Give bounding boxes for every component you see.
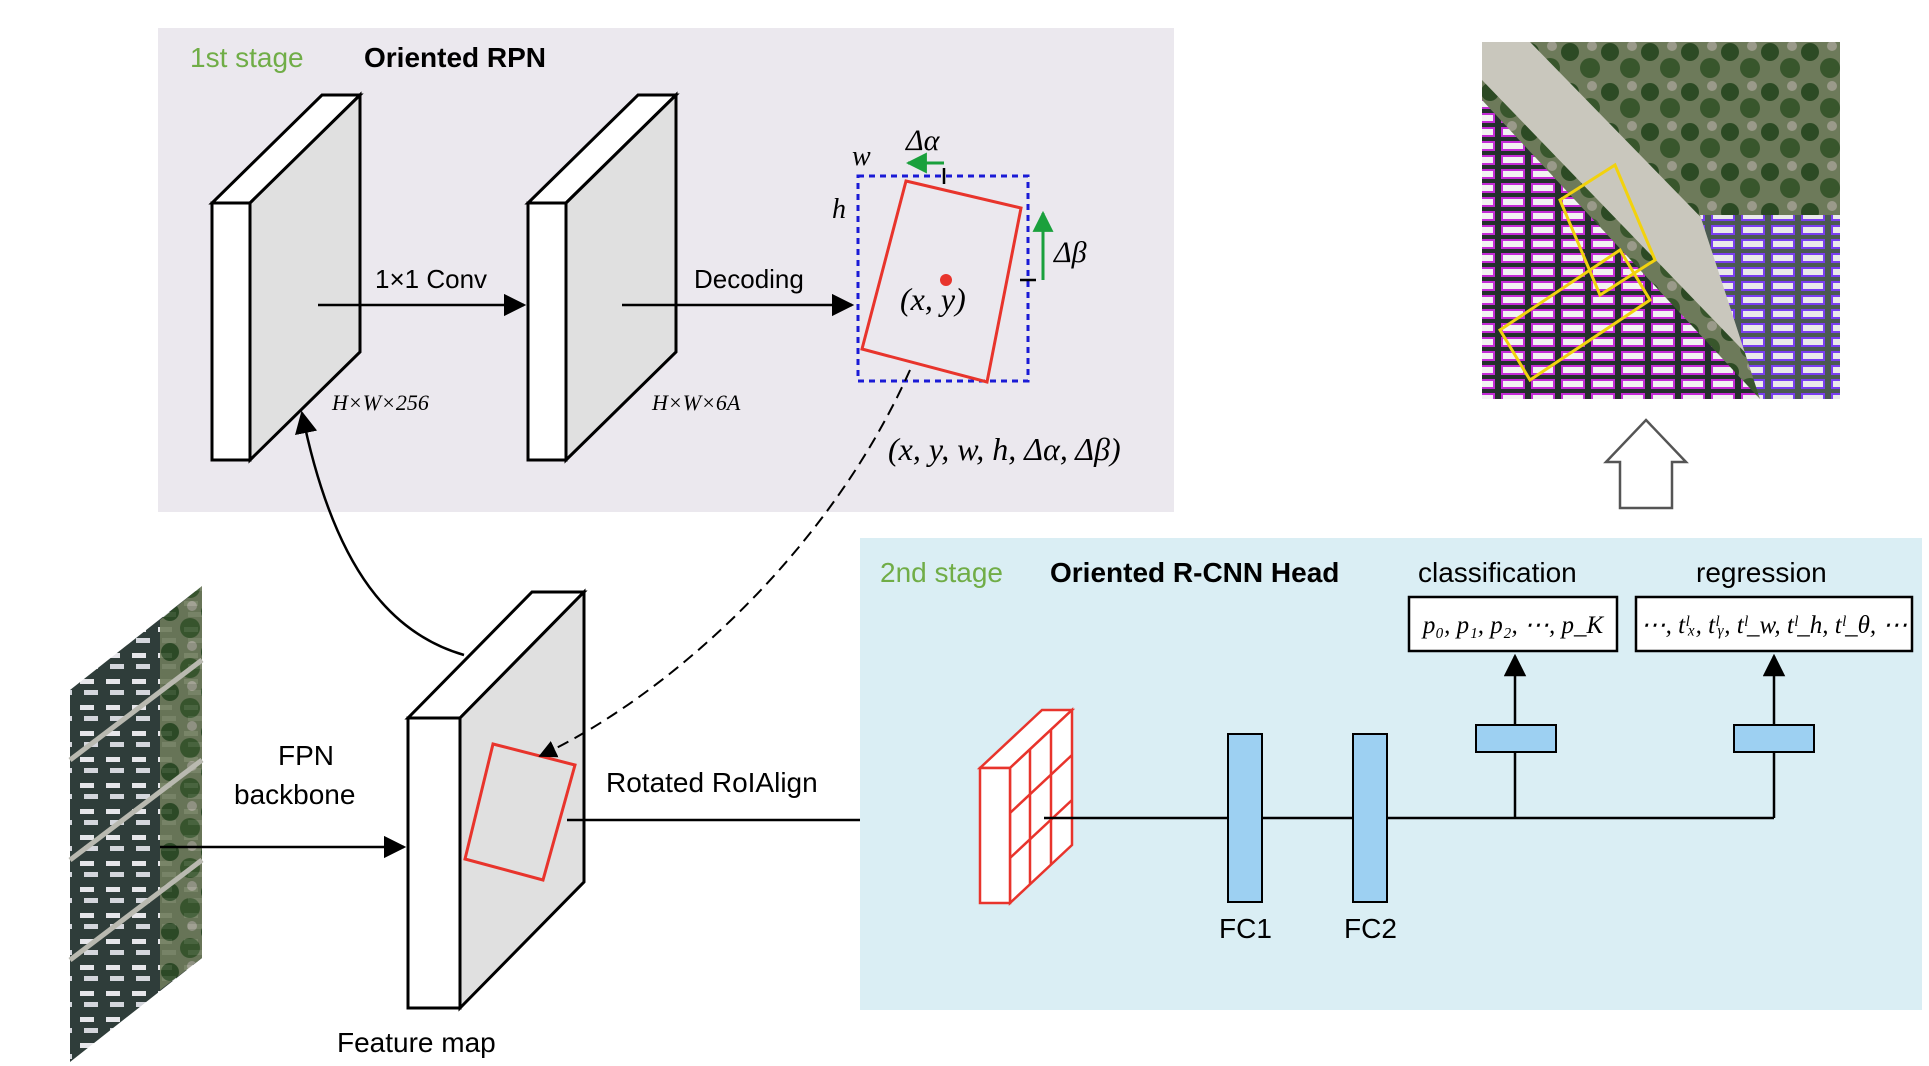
roi-feature-cube — [976, 707, 1076, 906]
reg-output-box — [1634, 595, 1914, 653]
proposal-projection-arrow — [538, 369, 911, 758]
detection-result-image — [1482, 42, 1840, 399]
regression-label: regression — [1696, 557, 1827, 588]
conv-label: 1×1 Conv — [375, 264, 487, 294]
stage1-title: Oriented RPN — [364, 42, 546, 73]
oriented-proposal-box — [860, 179, 1023, 384]
cls-output-text: p₀, p₁, p₂, ⋯, p_K — [1421, 612, 1605, 639]
cls-output-box — [1407, 595, 1619, 653]
feature-block-256 — [208, 91, 364, 464]
stage1-tag: 1st stage — [190, 42, 304, 73]
fc2-layer — [1352, 733, 1388, 903]
fc1-label: FC1 — [1219, 913, 1272, 944]
feature-map-block — [404, 588, 588, 1012]
roialign-label: Rotated RoIAlign — [606, 767, 818, 798]
feat1-dims: H×W×256 — [331, 390, 429, 415]
delta-beta-label: Δβ — [1053, 236, 1087, 269]
hollow-up-arrow-icon — [1603, 418, 1689, 510]
width-label: w — [852, 141, 871, 172]
proposal-params: (x, y, w, h, Δα, Δβ) — [888, 431, 1121, 467]
cls-fc-layer — [1475, 724, 1557, 753]
center-label: (x, y) — [900, 281, 966, 317]
feature-block-6a — [524, 91, 680, 464]
fc1-layer — [1227, 733, 1263, 903]
aerial-harbor-image — [68, 586, 204, 1062]
feature-map-label: Feature map — [337, 1027, 496, 1058]
feat2-dims: H×W×6A — [651, 390, 741, 415]
reg-output-text: ⋯, tˡₓ, tˡᵧ, tˡ_w, tˡ_h, tˡ_θ, ⋯ — [1641, 612, 1908, 639]
roi-on-feature-map — [463, 742, 577, 882]
fc2-label: FC2 — [1344, 913, 1397, 944]
stage2-tag: 2nd stage — [880, 557, 1003, 588]
backbone-label-line1: FPN — [278, 740, 334, 771]
reg-fc-layer — [1733, 724, 1815, 753]
classification-label: classification — [1418, 557, 1577, 588]
decoding-label: Decoding — [694, 264, 804, 294]
backbone-label-line2: backbone — [234, 779, 355, 810]
stage2-title: Oriented R-CNN Head — [1050, 557, 1339, 588]
delta-alpha-label: Δα — [905, 124, 941, 157]
center-point — [940, 274, 952, 286]
height-label: h — [832, 194, 846, 225]
fpn-to-rpn-arrow — [295, 410, 465, 657]
